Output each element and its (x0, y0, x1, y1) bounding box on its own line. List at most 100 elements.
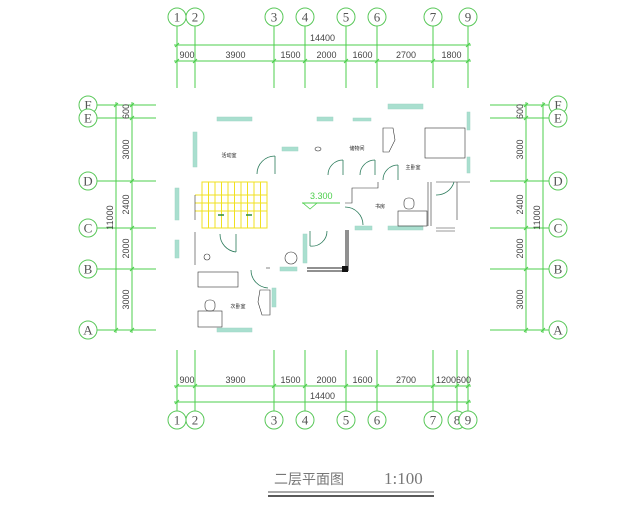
axis-bubble-top (423, 7, 443, 27)
axis-bubble-left (78, 218, 98, 238)
bed (424, 127, 466, 159)
dimension-segment: 3000 (121, 289, 131, 309)
axis-bubble-top (295, 7, 315, 27)
window (354, 225, 373, 231)
axis-bubble-right (548, 259, 568, 279)
elevation-mark: 3.300 (301, 191, 340, 210)
dimension-segment: 2000 (515, 238, 525, 258)
staircase (194, 181, 268, 229)
axis-bubble-bottom-label: 5 (343, 413, 350, 428)
chair-small (204, 299, 216, 312)
drawing-title: 二层平面图 (274, 472, 344, 488)
axis-bubble-left-label: E (84, 111, 92, 126)
desk-chair (403, 197, 415, 210)
axis-bubble-top-label: 4 (302, 10, 309, 25)
axis-bubble-bottom-label: 1 (174, 413, 181, 428)
room-label-study: 书房 (375, 203, 385, 210)
axis-bubble-right-label: F (554, 98, 561, 113)
axis-bubble-bottom-label: 4 (302, 413, 309, 428)
desk (397, 210, 428, 227)
dimension-segment: 3900 (225, 375, 245, 385)
dimension-segment: 1600 (352, 50, 372, 60)
window (174, 187, 180, 221)
window (279, 266, 298, 272)
axis-bubble-right-label: C (554, 221, 563, 236)
axis-bubble-top-label: 6 (374, 10, 381, 25)
axis-bubble-top-label: 5 (343, 10, 350, 25)
axis-bubble-bottom-label: 2 (192, 413, 199, 428)
dimension-segment: 1800 (441, 50, 461, 60)
axis-bubble-top-label: 2 (192, 10, 199, 25)
axis-bubble-top-label: 7 (430, 10, 437, 25)
axis-bubble-right (548, 320, 568, 340)
dimension-segment: 2400 (515, 194, 525, 214)
window (271, 287, 277, 308)
axis-bubble-bottom-label: 7 (430, 413, 437, 428)
toilet (314, 146, 322, 152)
axis-bubble-top-label: 9 (465, 10, 472, 25)
dimension-segment: 1200 (436, 375, 456, 385)
column (342, 266, 348, 272)
axis-bubble-left (78, 171, 98, 191)
dimension-total: 14400 (310, 33, 335, 43)
dimension-segment: 3000 (515, 139, 525, 159)
axis-bubble-bottom-label: 8 (454, 413, 461, 428)
axis-bubble-right-label: A (553, 323, 563, 338)
window (387, 103, 424, 110)
axis-bubble-bottom (264, 410, 284, 430)
dimension-total: 11000 (105, 205, 115, 229)
window (216, 116, 253, 122)
axis-bubble-bottom-label: 3 (271, 413, 278, 428)
dimension-segment: 3900 (225, 50, 245, 60)
room-labels: 活动室 储物间 主卧室 书房 次卧室 (221, 145, 420, 310)
dimension-segment: 900 (179, 50, 194, 60)
dimension-total: 11000 (532, 205, 542, 229)
axis-bubble-right-label: B (554, 262, 563, 277)
axis-bubble-bottom (423, 410, 443, 430)
axis-bubble-right-label: E (554, 111, 562, 126)
axis-bubble-left-label: F (84, 98, 91, 113)
room-label-storage: 储物间 (349, 145, 364, 152)
axis-bubble-bottom (185, 410, 205, 430)
axis-bubble-left-label: D (83, 174, 92, 189)
axis-bubble-top (264, 7, 284, 27)
elevation-label: 3.300 (310, 191, 333, 201)
corner-cabinet (257, 289, 271, 316)
bed-small (197, 271, 239, 288)
axis-bubble-bottom (367, 410, 387, 430)
window (466, 156, 471, 174)
dimension-segment: 2000 (316, 375, 336, 385)
window (352, 117, 372, 122)
window (281, 146, 299, 152)
axis-bubble-right (548, 108, 568, 128)
drawing-scale: 1:100 (384, 469, 423, 488)
dimension-segment: 900 (179, 375, 194, 385)
doors (219, 155, 455, 289)
window (302, 233, 308, 264)
axis-bubble-left-label: B (84, 262, 93, 277)
dimension-segment: 1500 (280, 50, 300, 60)
dimension-segment: 2000 (316, 50, 336, 60)
axis-bubble-right (548, 218, 568, 238)
dimension-segment: 2400 (121, 194, 131, 214)
dimension-segment: 1500 (280, 375, 300, 385)
walls (194, 127, 470, 328)
axis-bubble-right-label: D (553, 174, 562, 189)
dimension-segment: 3000 (515, 289, 525, 309)
axis-bubble-left (78, 108, 98, 128)
axis-bubble-bottom (295, 410, 315, 430)
axis-bubble-left (78, 320, 98, 340)
axis-bubble-top (367, 7, 387, 27)
dimension-segment: 2700 (396, 375, 416, 385)
room-label-second-bedroom: 次卧室 (230, 303, 245, 310)
drawing-title-block: 二层平面图 1:100 (268, 469, 434, 497)
dimension-segment: 2700 (396, 50, 416, 60)
windows (174, 103, 471, 333)
desk-small (197, 310, 223, 328)
window (216, 327, 253, 333)
axis-bubble-bottom-label: 9 (465, 413, 472, 428)
basin (203, 253, 211, 261)
